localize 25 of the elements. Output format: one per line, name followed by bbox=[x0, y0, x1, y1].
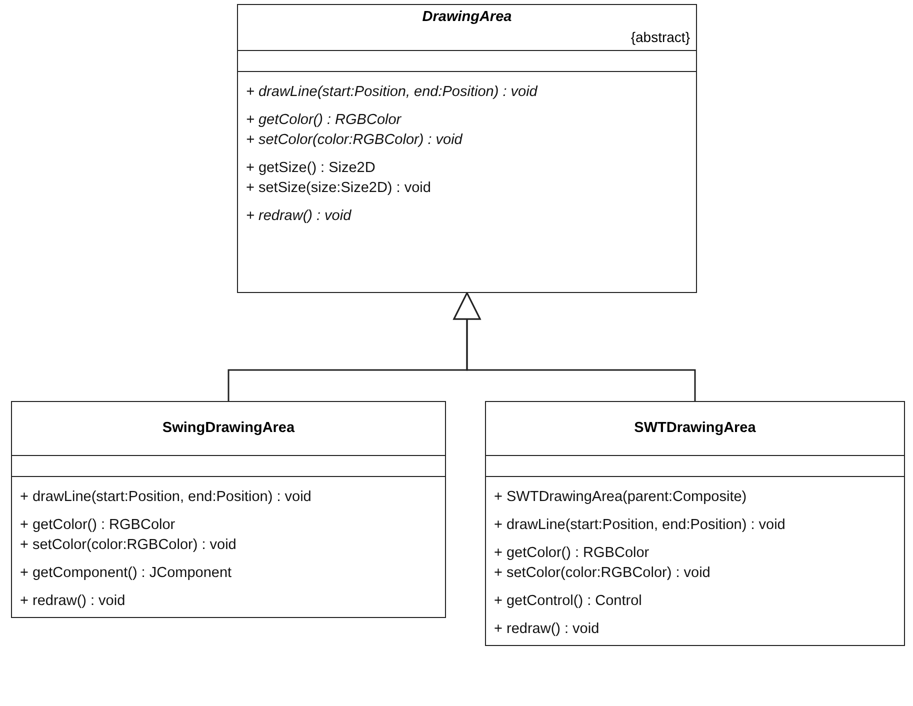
class-name: SWTDrawingArea bbox=[634, 419, 756, 438]
class-box bbox=[11, 401, 446, 618]
operation-text: + getColor() : RGBColor bbox=[246, 111, 402, 130]
operation-text: + getColor() : RGBColor bbox=[20, 516, 176, 535]
class-name: SwingDrawingArea bbox=[162, 419, 295, 438]
class-box bbox=[237, 4, 697, 293]
operation-text: + drawLine(start:Position, end:Position) : void bbox=[20, 488, 312, 507]
class-name: DrawingArea bbox=[422, 8, 512, 27]
generalization-arrow bbox=[453, 292, 696, 401]
operation-text: + getSize() : Size2D bbox=[246, 159, 376, 178]
operation-text: + SWTDrawingArea(parent:Composite) bbox=[494, 488, 748, 507]
operation-text: + setSize(size:Size2D) : void bbox=[246, 179, 432, 198]
operation-text: + drawLine(start:Position, end:Position) : void bbox=[246, 83, 539, 102]
operation-text: + redraw() : void bbox=[20, 592, 126, 611]
operation-text: + redraw() : void bbox=[246, 207, 352, 226]
operation-text: + getControl() : Control bbox=[494, 592, 643, 611]
operation-text: + getComponent() : JComponent bbox=[20, 564, 233, 583]
operation-text: + setColor(color:RGBColor) : void bbox=[246, 131, 464, 150]
class-box bbox=[485, 401, 905, 646]
operation-text: + setColor(color:RGBColor) : void bbox=[20, 536, 238, 555]
operation-text: + drawLine(start:Position, end:Position) : void bbox=[494, 516, 786, 535]
operation-text: + setColor(color:RGBColor) : void bbox=[494, 564, 712, 583]
operation-text: + redraw() : void bbox=[494, 620, 600, 639]
operation-text: + getColor() : RGBColor bbox=[494, 544, 650, 563]
constraint-label: {abstract} bbox=[630, 28, 690, 47]
